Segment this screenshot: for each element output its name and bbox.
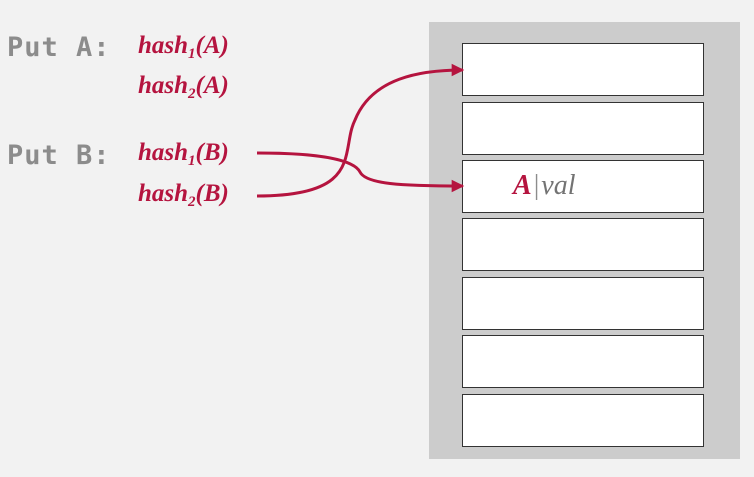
table-slot-3 — [462, 218, 704, 271]
slot-value: val — [541, 170, 576, 201]
table-slot-5 — [462, 335, 704, 388]
table-slot-2: A|val — [462, 160, 704, 213]
slot-separator: | — [533, 170, 540, 201]
table-slot-1 — [462, 102, 704, 155]
arrow-hash1b-to-slot2 — [256, 151, 465, 193]
table-slot-6 — [462, 394, 704, 447]
table-slot-4 — [462, 277, 704, 330]
slot-key: A — [513, 170, 532, 201]
hash1-a: hash1(A) — [138, 32, 229, 62]
hash2-a: hash2(A) — [138, 72, 229, 102]
put-b-label: Put B: — [7, 140, 111, 171]
hash2-b: hash2(B) — [138, 180, 229, 210]
table-slot-0 — [462, 43, 704, 96]
arrow-hash2b-to-slot0 — [256, 63, 465, 198]
put-a-label: Put A: — [7, 32, 111, 63]
slot-entry: A|val — [513, 170, 576, 202]
hash1-b: hash1(B) — [138, 139, 229, 169]
